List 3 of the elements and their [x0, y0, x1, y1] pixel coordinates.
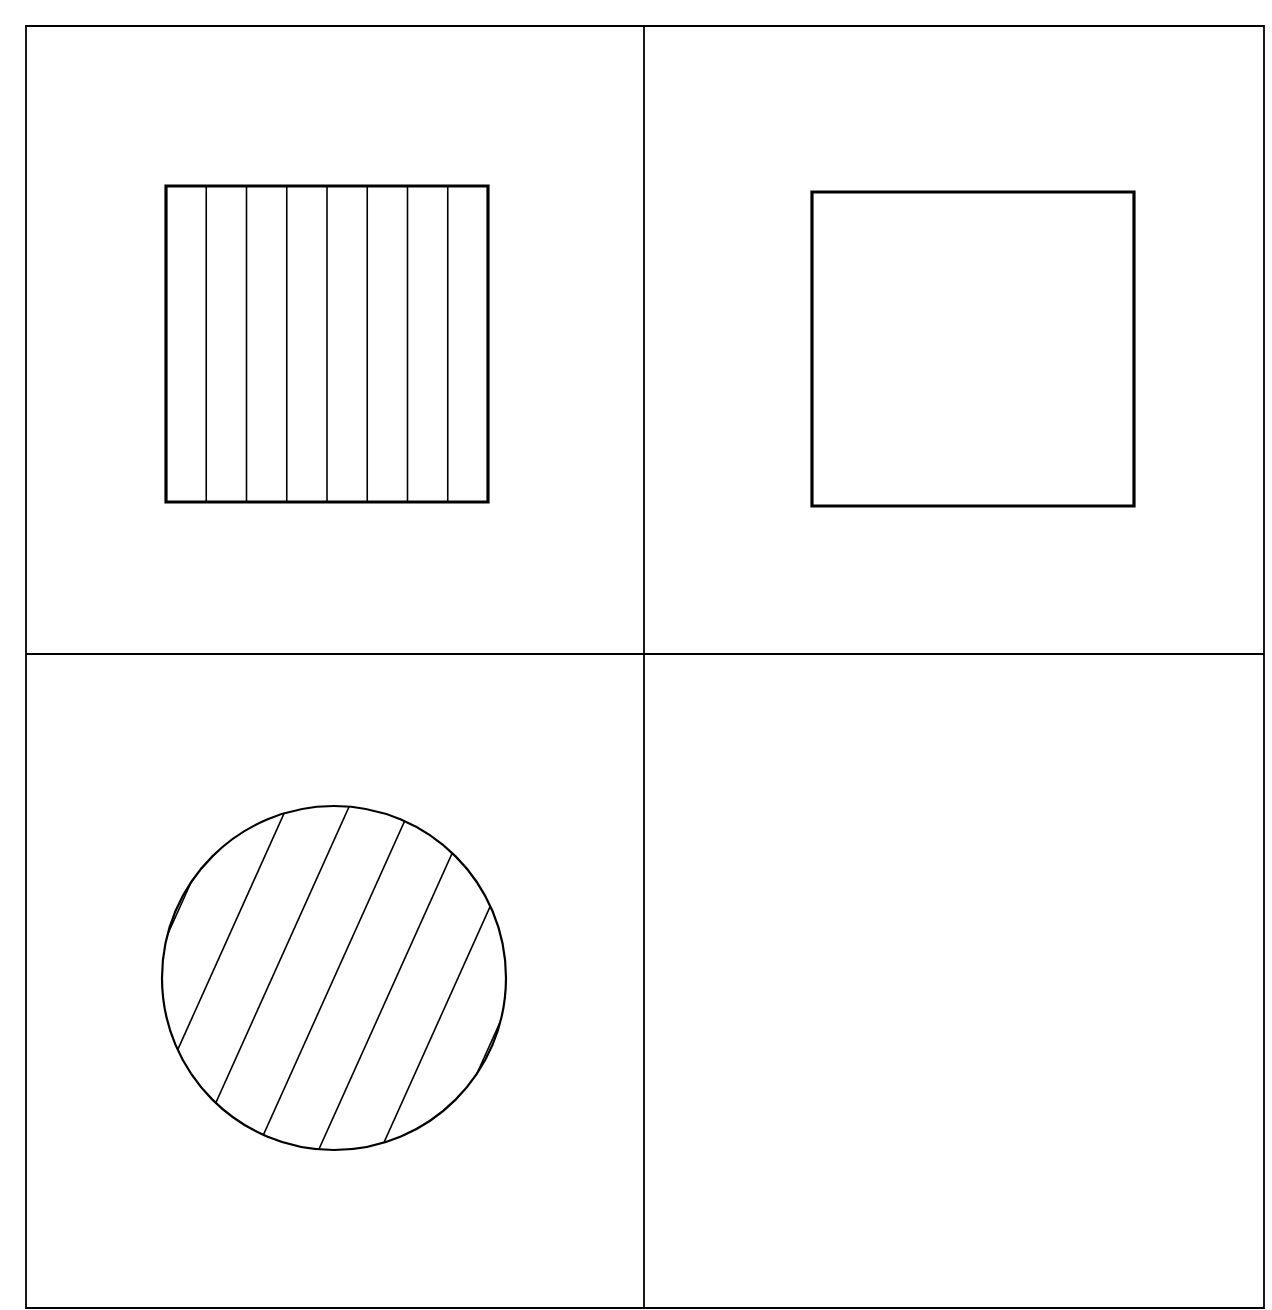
square	[810, 190, 1136, 508]
hatched-circle	[160, 804, 508, 1152]
striped-square	[164, 184, 490, 504]
